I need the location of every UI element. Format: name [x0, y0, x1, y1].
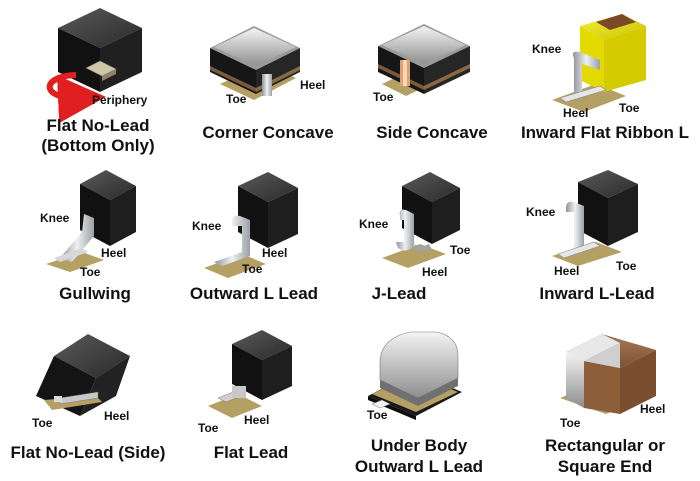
part-label-heel: Heel: [422, 265, 447, 279]
cell-title: Inward Flat Ribbon L: [521, 123, 689, 142]
part-label-knee: Knee: [359, 217, 389, 231]
component-illustration: [368, 331, 462, 420]
cell-title-line-1: Under Body: [371, 436, 468, 455]
cell-title: Gullwing: [59, 284, 131, 303]
cell-title: Flat No-Lead (Side): [11, 443, 166, 462]
part-label-knee: Knee: [40, 211, 70, 225]
cell-title: Flat Lead: [214, 443, 289, 462]
part-label-heel: Heel: [244, 413, 269, 427]
part-label-knee: Knee: [526, 205, 556, 219]
cell-title: Side Concave: [376, 123, 488, 142]
cell-title: Outward L Lead: [190, 284, 318, 303]
part-label-toe: Toe: [373, 90, 394, 104]
component-illustration: [552, 14, 646, 112]
cell-under-body-outward-l-lead: Toe Under Body Outward L Lead: [355, 331, 483, 476]
part-label-toe: Toe: [198, 421, 219, 435]
part-label-toe: Toe: [226, 92, 247, 106]
cell-title: Inward L-Lead: [539, 284, 654, 303]
cell-title-line-2: Outward L Lead: [355, 457, 483, 476]
cell-title-line-1: Flat No-Lead: [47, 116, 150, 135]
cell-title: J-Lead: [372, 284, 427, 303]
component-illustration: [382, 172, 460, 268]
cell-side-concave: Toe Side Concave: [373, 24, 488, 142]
cell-title-line-1: Rectangular or: [545, 436, 665, 455]
component-illustration: [208, 330, 292, 418]
cell-title: Corner Concave: [202, 123, 333, 142]
part-label-heel: Heel: [101, 246, 126, 260]
component-illustration: [46, 170, 136, 272]
part-label-knee: Knee: [192, 219, 222, 233]
part-label-heel: Heel: [262, 246, 287, 260]
component-illustration: [210, 26, 300, 100]
cell-title-line-2: (Bottom Only): [41, 136, 154, 155]
part-label-toe: Toe: [450, 243, 471, 257]
component-illustration: [204, 172, 298, 278]
part-label-toe: Toe: [32, 416, 53, 430]
part-label-heel: Heel: [104, 409, 129, 423]
part-label-periphery: Periphery: [92, 93, 148, 107]
cell-rectangular-or-square-end: Toe Heel Rectangular or Square End: [545, 334, 665, 476]
part-label-heel: Heel: [300, 78, 325, 92]
cell-inward-flat-ribbon-l: Knee Heel Toe Inward Flat Ribbon L: [521, 14, 689, 142]
cell-outward-l-lead: Knee Heel Toe Outward L Lead: [190, 172, 318, 303]
cell-flat-no-lead-bottom: Periphery Flat No-Lead (Bottom Only): [41, 8, 155, 155]
cell-title-line-2: Square End: [558, 457, 652, 476]
cell-flat-lead: Toe Heel Flat Lead: [198, 330, 292, 462]
component-illustration: [560, 334, 656, 414]
part-label-toe: Toe: [367, 408, 388, 422]
cell-corner-concave: Toe Heel Corner Concave: [202, 26, 334, 142]
cell-gullwing: Knee Heel Toe Gullwing: [40, 170, 136, 303]
part-label-toe: Toe: [619, 101, 640, 115]
part-label-heel: Heel: [554, 264, 579, 278]
part-label-toe: Toe: [560, 416, 581, 430]
part-label-heel: Heel: [563, 106, 588, 120]
cell-inward-l-lead: Knee Heel Toe Inward L-Lead: [526, 170, 655, 303]
cell-flat-no-lead-side: Toe Heel Flat No-Lead (Side): [11, 334, 166, 462]
cell-j-lead: Knee Toe Heel J-Lead: [359, 172, 471, 303]
part-label-heel: Heel: [640, 402, 665, 416]
component-illustration: [36, 334, 130, 416]
component-illustration: [378, 24, 470, 96]
part-label-toe: Toe: [616, 259, 637, 273]
part-label-toe: Toe: [80, 265, 101, 279]
part-label-knee: Knee: [532, 42, 562, 56]
part-label-toe: Toe: [242, 262, 263, 276]
component-illustration: [552, 170, 638, 266]
component-illustration: [46, 8, 142, 124]
